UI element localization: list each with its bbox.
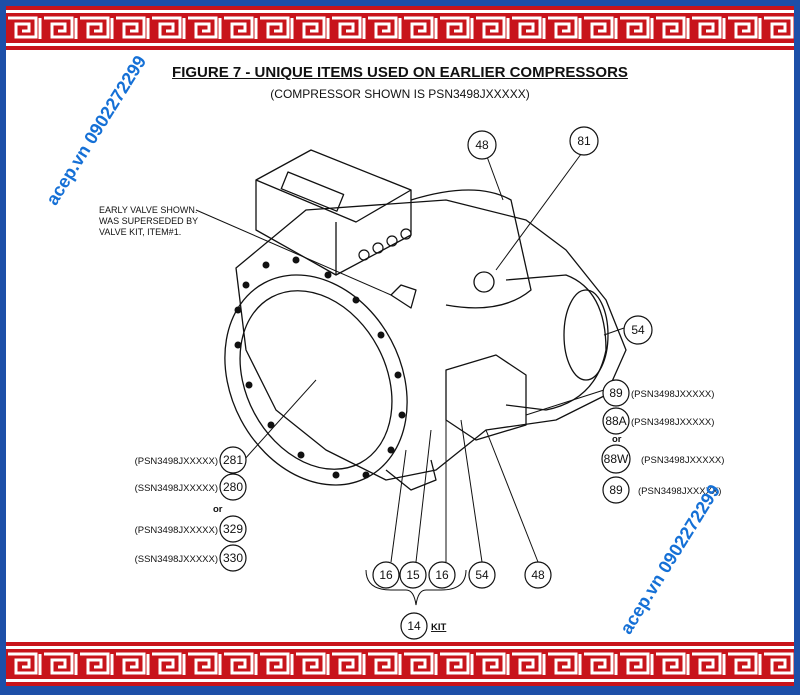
- leader-15: [415, 429, 432, 563]
- label-ssn-280: (SSN3498JXXXXX): [135, 483, 218, 494]
- label-psn-89a: (PSN3498JXXXXX): [631, 389, 714, 400]
- figure-subtitle: (COMPRESSOR SHOWN IS PSN3498JXXXXX): [270, 87, 530, 101]
- leader-54-right: [603, 327, 625, 336]
- callout-48-bottom-circle: [524, 561, 552, 589]
- label-kit: KIT: [431, 622, 447, 633]
- callout-16b: 16: [435, 568, 449, 582]
- callout-280: 280: [223, 480, 243, 494]
- compressor-diagram: EARLY VALVE SHOWN. WAS SUPERSEDED BY VAL…: [99, 126, 724, 640]
- oil-separator-housing: [505, 274, 607, 411]
- callout-330-circle: [219, 544, 247, 572]
- callout-14: 14: [407, 619, 421, 633]
- meander-pattern-top: [6, 6, 794, 50]
- label-or-left: or: [213, 504, 223, 515]
- callout-88w: 88W: [604, 452, 629, 466]
- label-or-right: or: [612, 434, 622, 445]
- callout-89b: 89: [609, 483, 623, 497]
- callout-16a: 16: [379, 568, 393, 582]
- callout-54-bottom: 54: [475, 568, 489, 582]
- callout-88a: 88A: [605, 414, 626, 428]
- callout-54-bottom-circle: [468, 561, 496, 589]
- meander-pattern-bottom: [6, 642, 794, 686]
- callout-81: 81: [577, 134, 591, 148]
- label-psn-281: (PSN3498JXXXXX): [135, 456, 218, 467]
- callout-16a-circle: [372, 561, 400, 589]
- callout-48-bottom: 48: [531, 568, 545, 582]
- callout-81-circle: [569, 126, 599, 156]
- label-psn-89b: (PSN3498JXXXXX): [638, 486, 721, 497]
- callout-281-circle: [219, 446, 247, 474]
- callout-89a-circle: [602, 379, 630, 407]
- note-line-1: EARLY VALVE SHOWN.: [99, 205, 197, 215]
- callout-15: 15: [406, 568, 420, 582]
- callout-280-circle: [219, 473, 247, 501]
- label-ssn-330: (SSN3498JXXXXX): [135, 554, 218, 565]
- leader-16a: [390, 449, 407, 563]
- leader-48-bottom: [485, 429, 539, 563]
- label-psn-329: (PSN3498JXXXXX): [135, 525, 218, 536]
- leader-note: [195, 209, 392, 296]
- decorative-band-bottom: [6, 642, 794, 686]
- end-cover-inner: [239, 290, 393, 470]
- compressor-body-outline: [235, 199, 627, 481]
- label-psn-88w: (PSN3498JXXXXX): [641, 455, 724, 466]
- decorative-band-top: [6, 6, 794, 50]
- callout-88a-circle: [602, 407, 630, 435]
- kit-brace: [365, 569, 467, 606]
- callout-14-circle: [400, 612, 428, 640]
- terminal-box: [255, 149, 412, 276]
- callout-89a: 89: [609, 386, 623, 400]
- note-line-2: WAS SUPERSEDED BY: [99, 216, 198, 226]
- callout-89b-circle: [602, 476, 630, 504]
- terminal-box-label-plate: [280, 171, 345, 212]
- right-end-cap: [563, 289, 609, 381]
- callout-281: 281: [223, 453, 243, 467]
- top-fitting: [390, 284, 417, 309]
- callout-330: 330: [223, 551, 243, 565]
- diagram-canvas: FIGURE 7 - UNIQUE ITEMS USED ON EARLIER …: [6, 50, 794, 642]
- callout-15-circle: [399, 561, 427, 589]
- callout-48-top: 48: [475, 138, 489, 152]
- motor-housing: [410, 189, 532, 309]
- callout-54-right: 54: [631, 323, 645, 337]
- note-line-3: VALVE KIT, ITEM#1.: [99, 227, 181, 237]
- callout-16b-circle: [428, 561, 456, 589]
- leader-81: [495, 149, 585, 271]
- label-psn-88a: (PSN3498JXXXXX): [631, 417, 714, 428]
- callout-88w-circle: [601, 444, 631, 474]
- leader-89a: [525, 389, 605, 416]
- leader-54-bottom: [460, 419, 483, 563]
- valve-block: [445, 354, 527, 441]
- mounting-foot: [385, 459, 437, 491]
- leader-48-top: [485, 153, 504, 201]
- callout-329: 329: [223, 522, 243, 536]
- callout-54-right-circle: [623, 315, 653, 345]
- callout-329-circle: [219, 515, 247, 543]
- lifting-eye: [473, 271, 495, 293]
- callout-48-top-circle: [467, 130, 497, 160]
- figure-title: FIGURE 7 - UNIQUE ITEMS USED ON EARLIER …: [172, 64, 628, 81]
- leader-281: [243, 379, 317, 461]
